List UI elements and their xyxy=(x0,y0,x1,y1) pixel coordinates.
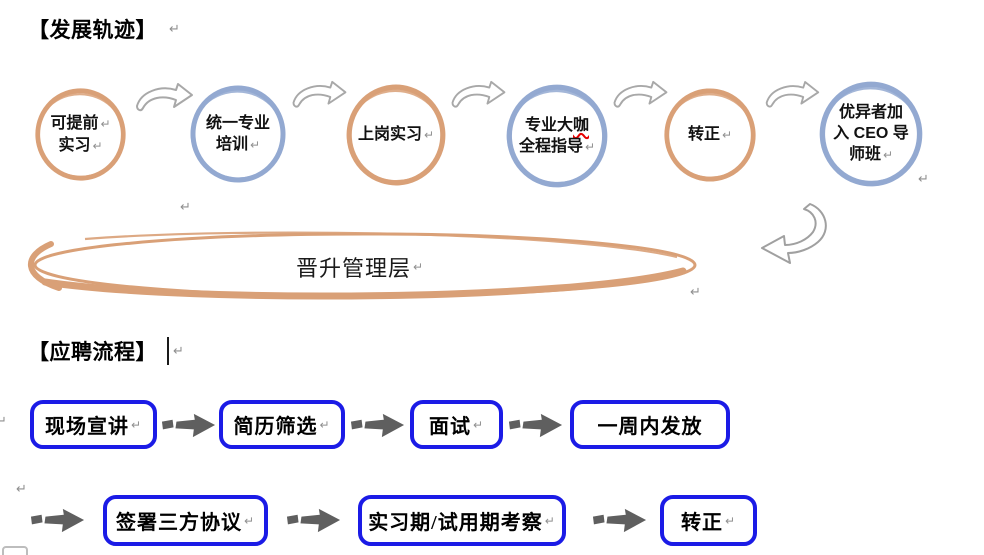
curved-right-arrow-icon[interactable] xyxy=(447,80,509,114)
section-title-text: 【发展轨迹】 xyxy=(28,19,157,42)
sketch-ring-icon xyxy=(35,88,126,181)
curved-down-left-arrow-icon[interactable] xyxy=(753,196,835,270)
spellcheck-flagged-text: 咖 xyxy=(573,116,590,134)
recruit-step-campus-talk[interactable]: 现场宣讲↵ xyxy=(30,400,157,449)
circle-label: 统一专业 培训↵ xyxy=(205,114,270,153)
recruit-step-interview[interactable]: 面试↵ xyxy=(410,400,503,449)
paragraph-mark: ↵ xyxy=(169,21,181,37)
striped-right-arrow-icon[interactable] xyxy=(592,507,648,534)
paragraph-mark: ↵ xyxy=(16,482,27,497)
paragraph-mark: ↵ xyxy=(584,139,596,154)
paragraph-mark: ↵ xyxy=(100,116,111,131)
text-cursor xyxy=(167,337,169,365)
circle-label: 可提前↵ 实习↵ xyxy=(50,114,111,154)
paragraph-mark: ↵ xyxy=(319,417,331,432)
circle-label: 优异者加 入 CEO 导 师班↵ xyxy=(833,104,909,163)
recruit-step-probation-assessment[interactable]: 实习期/试用期考察↵ xyxy=(358,495,566,546)
curved-right-arrow-icon[interactable] xyxy=(288,80,350,114)
recruit-step-tripartite-agreement[interactable]: 签署三方协议↵ xyxy=(103,495,268,546)
paragraph-mark: ↵ xyxy=(544,513,556,528)
paragraph-mark: ↵ xyxy=(423,128,435,142)
paragraph-mark: ↵ xyxy=(0,414,7,429)
paragraph-mark: ↵ xyxy=(882,148,894,162)
curved-right-arrow-icon[interactable] xyxy=(131,82,197,118)
recruitment-section-title: 【应聘流程】 ↵ xyxy=(28,336,184,366)
promotion-label: 晋升管理层↵ xyxy=(295,256,425,281)
paragraph-mark: ↵ xyxy=(249,137,261,152)
brush-ellipse-icon xyxy=(28,231,697,300)
dev-step-circle-expert-guidance[interactable]: 专业大咖 全程指导↵ xyxy=(504,83,610,189)
sketch-ring-icon xyxy=(819,81,923,187)
sketch-ring-icon xyxy=(346,84,446,186)
paragraph-mark: ↵ xyxy=(243,513,256,528)
striped-right-arrow-icon[interactable] xyxy=(508,412,564,439)
paragraph-mark: ↵ xyxy=(472,417,485,432)
paragraph-mark: ↵ xyxy=(173,343,185,359)
paragraph-mark: ↵ xyxy=(724,513,737,528)
recruit-step-resume-screening[interactable]: 简历筛选↵ xyxy=(219,400,345,449)
circle-label: 上岗实习↵ xyxy=(357,126,435,143)
curved-right-arrow-icon[interactable] xyxy=(609,80,671,114)
circle-label: 专业大咖 全程指导↵ xyxy=(518,116,596,155)
paragraph-mark: ↵ xyxy=(180,200,191,215)
dev-step-circle-early-internship[interactable]: 可提前↵ 实习↵ xyxy=(33,87,128,182)
promotion-ellipse[interactable]: 晋升管理层↵ xyxy=(15,226,705,308)
sketch-ring-icon xyxy=(664,88,756,182)
paragraph-mark: ↵ xyxy=(412,260,425,274)
paragraph-mark: ↵ xyxy=(690,285,701,300)
sketch-ring-icon xyxy=(506,84,608,188)
paragraph-mark: ↵ xyxy=(918,172,929,187)
recruit-step-offer-within-week[interactable]: 一周内发放 xyxy=(570,400,730,449)
paragraph-mark: ↵ xyxy=(721,128,733,142)
paragraph-mark: ↵ xyxy=(130,417,143,432)
dev-step-circle-training[interactable]: 统一专业 培训↵ xyxy=(188,84,288,184)
recruit-step-regularization[interactable]: 转正↵ xyxy=(660,495,757,546)
development-section-title: 【发展轨迹】 ↵ xyxy=(28,14,180,44)
circle-label: 转正↵ xyxy=(687,126,733,143)
striped-right-arrow-icon[interactable] xyxy=(350,412,406,439)
sketch-ring-icon xyxy=(190,85,286,183)
dev-step-circle-ceo-mentor-class[interactable]: 优异者加 入 CEO 导 师班↵ xyxy=(817,80,925,188)
dev-step-circle-regularization[interactable]: 转正↵ xyxy=(662,87,758,183)
section-title-text: 【应聘流程】 xyxy=(28,341,157,364)
curved-right-arrow-icon[interactable] xyxy=(762,80,822,114)
striped-right-arrow-icon[interactable] xyxy=(286,507,342,534)
striped-right-arrow-icon[interactable] xyxy=(30,507,86,534)
dev-step-circle-onboarding-internship[interactable]: 上岗实习↵ xyxy=(344,83,448,187)
partial-shape xyxy=(2,546,28,555)
striped-right-arrow-icon[interactable] xyxy=(161,412,217,439)
paragraph-mark: ↵ xyxy=(92,138,103,153)
